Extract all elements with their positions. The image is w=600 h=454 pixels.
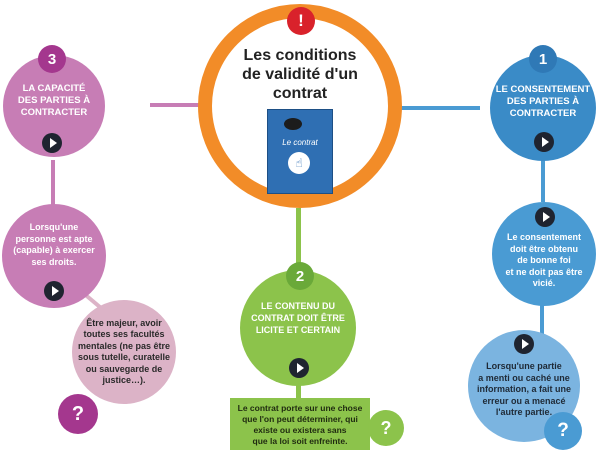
capacity-example-line5: ou sauvegarde de [85, 363, 163, 374]
consent-label-line3: CONTRACTER [509, 108, 577, 119]
consent-example-line4: erreur ou a menacé [482, 395, 566, 406]
consent-example-circle: Lorsqu'une partie a menti ou caché une i… [468, 330, 580, 442]
content-example-box: Le contrat porte sur une chose que l'on … [230, 398, 370, 450]
capacity-example-text: Être majeur, avoir toutes ses facultés m… [78, 318, 170, 387]
connector-center-bottom [296, 208, 301, 274]
center-title-line3: contrat [272, 85, 328, 102]
capacity-example-line6: justice…). [102, 375, 146, 385]
capacity-number-badge: 3 [38, 45, 66, 73]
capacity-label-line2: DES PARTIES À [17, 95, 91, 106]
consent-detail-text: Le consentement doit être obtenu de bonn… [505, 232, 582, 290]
content-label-line3: LICITE ET CERTAIN [255, 325, 341, 335]
connector-center-left [150, 103, 212, 107]
capacity-detail-play-button[interactable] [44, 281, 64, 301]
capacity-example-line2: toutes ses facultés [83, 329, 165, 339]
center-title-line1: Les conditions [243, 47, 357, 64]
consent-detail-line2: doit être obtenu [510, 243, 578, 254]
capacity-number: 3 [47, 50, 57, 68]
content-example-line2: que l'on peut déterminer, qui [242, 414, 358, 424]
question-mark-icon: ? [380, 417, 392, 438]
book-cover[interactable]: Le contrat ☝ [267, 109, 333, 194]
consent-example-line5: l'autre partie. [495, 407, 553, 418]
consent-label-line2: DES PARTIES À [506, 96, 580, 107]
consent-detail-line5: vicié. [532, 278, 556, 289]
consent-example-play-button[interactable] [514, 334, 534, 354]
capacity-detail-line3: (capable) à exercer [13, 245, 95, 255]
consent-detail-line1: Le consentement [506, 232, 582, 243]
center-title-line2: de validité d'un [242, 66, 358, 83]
content-play-button[interactable] [289, 358, 309, 378]
content-label-line2: CONTRAT DOIT ÊTRE [251, 313, 345, 323]
capacity-detail-line2: personne est apte [15, 233, 93, 244]
content-example-text: Le contrat porte sur une chose que l'on … [230, 403, 370, 447]
capacity-label-line3: CONTRACTER [20, 107, 88, 118]
consent-detail-line4: et ne doit pas être [505, 266, 583, 277]
capacity-example-line1: Être majeur, avoir [86, 317, 162, 328]
question-mark-icon: ? [71, 402, 85, 425]
consent-detail-play-button[interactable] [535, 207, 555, 227]
consent-play-button[interactable] [534, 132, 554, 152]
consent-number: 1 [538, 50, 548, 68]
consent-example-line1: Lorsqu'une partie [486, 361, 562, 372]
book-illustration [284, 118, 302, 130]
consent-example-text: Lorsqu'une partie a menti ou caché une i… [477, 361, 571, 419]
consent-example-line3: information, a fait une [476, 384, 571, 395]
consent-example-line2: a menti ou caché une [478, 372, 570, 383]
center-title: Les conditions de validité d'un contrat [242, 46, 358, 103]
capacity-play-button[interactable] [42, 133, 62, 153]
book-title: Le contrat [282, 138, 318, 147]
capacity-example-circle: Être majeur, avoir toutes ses facultés m… [72, 300, 176, 404]
content-question-button[interactable]: ? [368, 410, 404, 446]
consent-number-badge: 1 [529, 45, 557, 73]
capacity-detail-line4: ses droits. [31, 256, 77, 267]
content-example-line3: existe ou existera sans [253, 425, 347, 435]
consent-label: LE CONSENTEMENT DES PARTIES À CONTRACTER [496, 84, 590, 120]
question-mark-icon: ? [557, 420, 569, 441]
content-example-line4: que la loi soit enfreinte. [252, 436, 348, 446]
center-alert-badge: ! [287, 7, 315, 35]
consent-detail-line3: de bonne foi [517, 255, 571, 266]
capacity-label: LA CAPACITÉ DES PARTIES À CONTRACTER [18, 83, 90, 119]
content-number: 2 [295, 267, 305, 285]
content-number-badge: 2 [286, 262, 314, 290]
connector-bottom-vertical [296, 378, 301, 400]
connector-left-vertical [51, 160, 55, 210]
capacity-detail-text: Lorsqu'une personne est apte (capable) à… [13, 222, 95, 268]
hand-pointer-icon: ☝ [288, 152, 310, 174]
connector-center-right [392, 106, 480, 110]
consent-label-line1: LE CONSENTEMENT [495, 84, 591, 95]
capacity-label-line1: LA CAPACITÉ [22, 83, 86, 94]
connector-right-vertical [541, 160, 545, 202]
content-label-line1: LE CONTENU DU [260, 301, 335, 311]
alert-icon: ! [298, 11, 304, 30]
capacity-detail-line1: Lorsqu'une [29, 222, 79, 232]
content-example-line1: Le contrat porte sur une chose [237, 403, 363, 413]
capacity-question-button[interactable]: ? [58, 394, 98, 434]
consent-question-button[interactable]: ? [544, 412, 582, 450]
content-label: LE CONTENU DU CONTRAT DOIT ÊTRE LICITE E… [251, 300, 345, 336]
capacity-example-line3: mentales (ne pas être [77, 340, 171, 351]
capacity-example-line4: sous tutelle, curatelle [77, 352, 170, 362]
